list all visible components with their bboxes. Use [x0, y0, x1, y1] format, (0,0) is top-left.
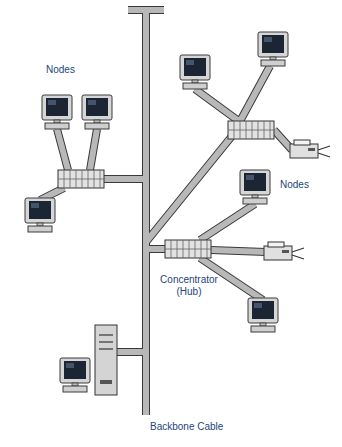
- hub-symbol: [228, 121, 274, 139]
- printer-symbol: [264, 242, 304, 260]
- text-label: Backbone Cable: [150, 421, 260, 433]
- cables-outline: [40, 10, 292, 415]
- computer-symbol: [240, 170, 270, 204]
- computer-symbol: [248, 298, 278, 332]
- computer-symbol: [258, 32, 288, 66]
- computer-symbol: [42, 95, 72, 129]
- cables-fill: [40, 10, 292, 415]
- server-monitor: [60, 358, 90, 392]
- text-label: Nodes: [280, 179, 340, 191]
- text-label: Nodes: [46, 64, 106, 76]
- hub-symbol: [165, 240, 211, 258]
- computer-symbol: [82, 95, 112, 129]
- computer-symbol: [25, 198, 55, 232]
- computer-symbol: [180, 55, 210, 89]
- server-symbol: [60, 325, 117, 395]
- hub-symbol: [58, 170, 104, 188]
- printer-symbol: [290, 140, 330, 158]
- text-label: Concentrator (Hub): [158, 274, 220, 298]
